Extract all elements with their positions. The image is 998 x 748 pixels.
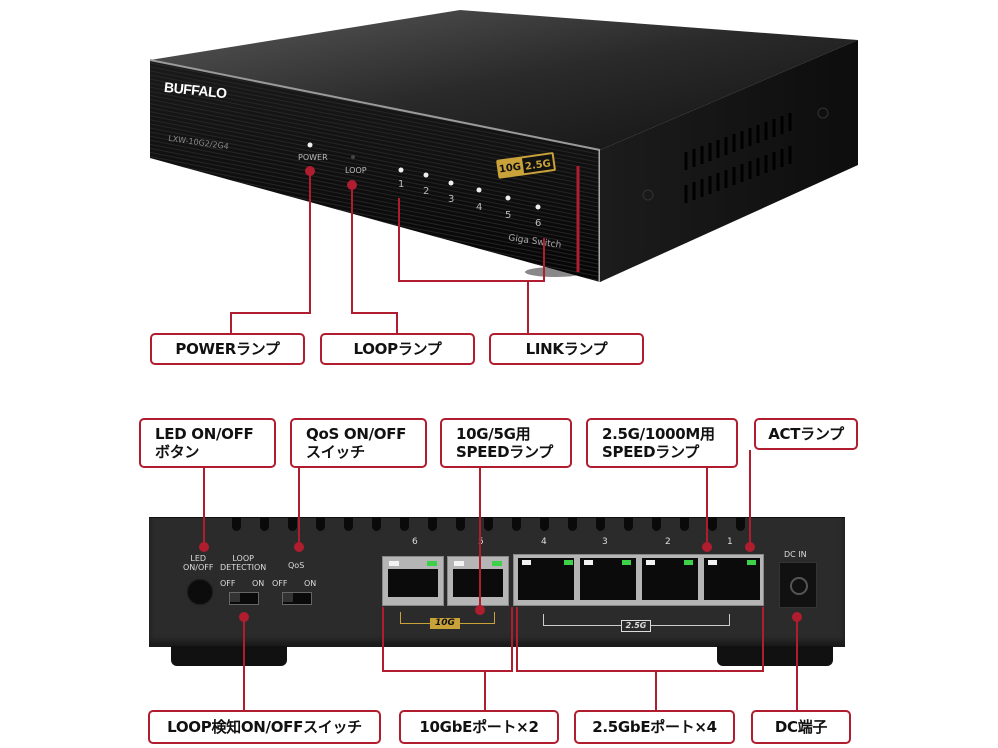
callout-line xyxy=(382,607,384,672)
callout-dot xyxy=(294,542,304,552)
ethernet-port-10g-5[interactable] xyxy=(447,556,509,606)
rear-port-number: 4 xyxy=(541,537,547,547)
callout-dot xyxy=(199,542,209,552)
callout-loop-lamp: LOOPランプ xyxy=(320,333,475,365)
rear-port-number: 6 xyxy=(412,537,418,547)
rear-port-number: 1 xyxy=(727,537,733,547)
speed-led-green xyxy=(622,560,631,565)
front-device-image xyxy=(149,10,858,282)
loop-led xyxy=(351,155,355,159)
callout-line xyxy=(543,238,545,282)
callout-line xyxy=(398,280,545,282)
ethernet-port-25g-4[interactable] xyxy=(518,558,574,600)
callout-act-lamp: ACTランプ xyxy=(754,418,858,450)
callout-line xyxy=(511,607,513,672)
callout-10g-speed-lamp: 10G/5G用 SPEEDランプ xyxy=(440,418,572,468)
loop-led-label: LOOP xyxy=(345,166,367,175)
qos-on-label: ON xyxy=(304,579,317,588)
power-led xyxy=(307,142,313,148)
callout-line xyxy=(655,670,657,712)
callout-line xyxy=(527,280,529,334)
speed-led-green xyxy=(564,560,573,565)
qos-label: QoS xyxy=(288,561,305,570)
power-led-label: POWER xyxy=(298,153,328,162)
act-led-green xyxy=(747,560,756,565)
link-led-3 xyxy=(448,180,454,186)
screw-icon xyxy=(817,107,829,119)
speed-led-green xyxy=(684,560,693,565)
rear-port-number: 2 xyxy=(665,537,671,547)
callout-line xyxy=(398,198,400,282)
port-number: 2 xyxy=(423,186,430,197)
link-led-1 xyxy=(398,167,404,173)
callout-dot xyxy=(702,542,712,552)
ethernet-port-25g-1[interactable] xyxy=(704,558,760,600)
rear-foot-left xyxy=(171,646,287,666)
port-number: 5 xyxy=(505,210,512,221)
port-number: 1 xyxy=(398,179,405,190)
ethernet-port-10g-6[interactable] xyxy=(382,556,444,606)
callout-line xyxy=(230,312,232,334)
ethernet-port-25g-3[interactable] xyxy=(580,558,636,600)
callout-25gbe-ports: 2.5GbEポート×4 xyxy=(574,710,735,744)
port-number: 4 xyxy=(476,202,483,213)
callout-loop-detection-switch: LOOP検知ON/OFFスイッチ xyxy=(148,710,381,744)
callout-led-onoff-button: LED ON/OFF ボタン xyxy=(139,418,276,468)
speed-led-green xyxy=(492,561,502,566)
qos-switch[interactable] xyxy=(282,592,312,605)
callout-line xyxy=(706,467,708,547)
loop-detection-label: LOOP DETECTION xyxy=(220,554,267,572)
link-led-5 xyxy=(505,195,511,201)
callout-line xyxy=(762,607,764,672)
callout-line xyxy=(230,312,311,314)
callout-dot xyxy=(475,605,485,615)
callout-link-lamp: LINKランプ xyxy=(489,333,644,365)
rear-port-number: 3 xyxy=(602,537,608,547)
port-number: 6 xyxy=(535,218,542,229)
ethernet-port-25g-2[interactable] xyxy=(642,558,698,600)
link-led-4 xyxy=(476,187,482,193)
callout-line xyxy=(516,607,518,672)
callout-dot xyxy=(745,542,755,552)
callout-line xyxy=(484,670,486,712)
link-led-6 xyxy=(535,204,541,210)
screw-icon xyxy=(642,189,654,201)
side-vents xyxy=(684,113,792,203)
speed-led-green xyxy=(427,561,437,566)
loop-detection-switch[interactable] xyxy=(229,592,259,605)
callout-line xyxy=(351,185,353,314)
callout-10gbe-ports: 10GbEポート×2 xyxy=(399,710,559,744)
callout-line xyxy=(749,450,751,547)
callout-line xyxy=(203,467,205,547)
callout-line xyxy=(351,312,398,314)
led-onoff-button[interactable] xyxy=(188,580,212,604)
rear-foot-right xyxy=(717,646,833,666)
link-led-2 xyxy=(423,172,429,178)
device-top xyxy=(150,10,858,150)
loop-on-label: ON xyxy=(252,579,265,588)
speed-badge xyxy=(496,152,556,179)
badge-10g-rear: 10G xyxy=(430,618,460,629)
callout-line xyxy=(796,617,798,712)
badge-25g-rear: 2.5G xyxy=(621,620,651,632)
device-side-face xyxy=(600,40,858,282)
callout-line xyxy=(479,467,481,610)
callout-dc-port: DC端子 xyxy=(751,710,851,744)
port-number: 3 xyxy=(448,194,455,205)
callout-line xyxy=(516,670,764,672)
callout-line xyxy=(298,467,300,547)
callout-line xyxy=(396,312,398,334)
rear-vents xyxy=(232,517,772,531)
loop-off-label: OFF xyxy=(220,579,236,588)
callout-line xyxy=(243,617,245,712)
led-button-label: LED ON/OFF xyxy=(183,554,214,572)
dc-power-jack[interactable] xyxy=(779,562,817,608)
callout-line xyxy=(382,670,513,672)
callout-25g-speed-lamp: 2.5G/1000M用 SPEEDランプ xyxy=(586,418,738,468)
callout-line xyxy=(309,171,311,314)
callout-power-lamp: POWERランプ xyxy=(150,333,305,365)
qos-off-label: OFF xyxy=(272,579,288,588)
dc-in-label: DC IN xyxy=(784,550,807,559)
callout-qos-switch: QoS ON/OFF スイッチ xyxy=(290,418,427,468)
